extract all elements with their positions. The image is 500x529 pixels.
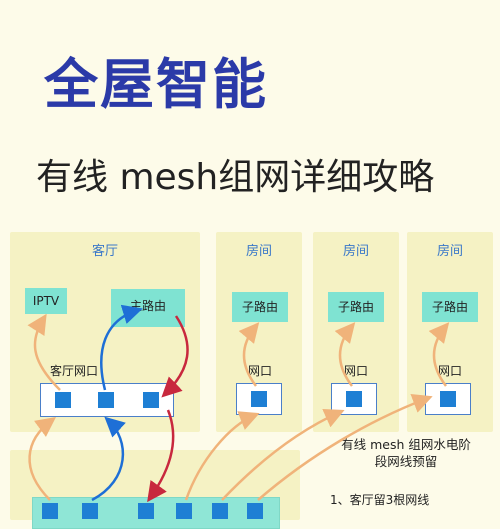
room-port-3 [440, 391, 456, 407]
room-label-2: 房间 [342, 244, 369, 259]
arrow-port-to-main-router [100, 304, 143, 391]
sub-router-box-3: 子路由 [422, 292, 478, 322]
arrow-port-to-iptv [27, 313, 61, 391]
bottom-port-3 [138, 503, 154, 519]
note-line-2: 段网线预留 [374, 454, 438, 469]
living-port-3 [143, 392, 159, 408]
bottom-port-1 [42, 503, 58, 519]
room-port-label-3: 网口 [438, 364, 463, 378]
note-item-1: 1、客厅留3根网线 [330, 493, 430, 507]
room-label-1: 房间 [245, 244, 272, 259]
page-subtitle: 有线 mesh组网详细攻略 [36, 157, 435, 198]
living-room-label: 客厅 [91, 244, 118, 259]
arrow-room2-up [334, 322, 356, 387]
bottom-port-6 [247, 503, 263, 519]
room-label-3: 房间 [436, 244, 463, 259]
room-port-label-2: 网口 [344, 364, 369, 378]
living-port-1 [55, 392, 71, 408]
room-port-label-1: 网口 [248, 364, 273, 378]
arrow-port3-to-bottom [147, 409, 175, 503]
sub-router-box-2: 子路由 [328, 292, 384, 322]
arrow-bottom-to-room1 [184, 411, 260, 501]
arrow-main-router-to-port3 [161, 315, 189, 398]
arrow-bottom-to-room3 [257, 393, 433, 501]
living-port-2 [98, 392, 114, 408]
bottom-port-5 [212, 503, 228, 519]
arrow-room1-up [238, 322, 260, 387]
arrow-bottom-to-living [28, 417, 57, 501]
room-port-1 [251, 391, 267, 407]
living-port-label: 客厅网口 [50, 364, 99, 378]
bottom-port-2 [82, 503, 98, 519]
arrow-bottom-to-room2 [221, 409, 345, 501]
arrow-bottom-to-port2 [91, 416, 126, 502]
note-line-1: 有线 mesh 组网水电阶 [341, 437, 471, 452]
page-title: 全屋智能 [44, 53, 268, 116]
arrow-room3-up [428, 322, 450, 387]
sub-router-box-1: 子路由 [232, 292, 288, 322]
bottom-port-4 [176, 503, 192, 519]
iptv-box: IPTV [25, 288, 67, 314]
room-port-2 [346, 391, 362, 407]
